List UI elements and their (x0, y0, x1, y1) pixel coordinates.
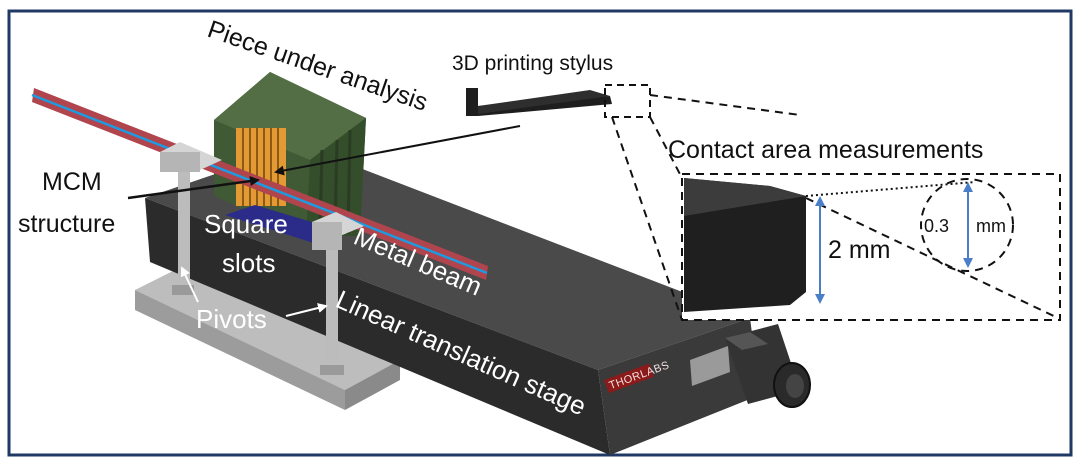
two-mm-label: 2 mm (828, 236, 891, 264)
mm-unit-label: mm (976, 216, 1006, 236)
right-pivot (312, 212, 364, 375)
contact-area-inset (681, 173, 1061, 321)
slots-label: slots (222, 248, 275, 278)
contact-circle (920, 178, 1014, 272)
pivot-arrow-right (285, 303, 328, 317)
micrometer-knob (690, 324, 811, 408)
pivots-label: Pivots (196, 304, 267, 334)
zero-three-label: 0.3 (924, 216, 949, 236)
stylus-tip-zoom-box (604, 84, 651, 118)
printing-stylus (466, 88, 612, 116)
printing-stylus-label: 3D printing stylus (452, 52, 613, 75)
piece-arrow (274, 125, 521, 176)
square-label: Square (204, 209, 288, 239)
stylus-tip-zoomed (684, 178, 806, 312)
pivot-arrow-left (180, 266, 199, 303)
mcm-arrow (127, 176, 260, 200)
stage-front-face (145, 198, 610, 455)
contact-area-label: Contact area measurements (668, 136, 983, 164)
mcm-label: MCM (42, 168, 102, 196)
left-pivot (160, 142, 222, 295)
structure-label: structure (18, 210, 115, 238)
